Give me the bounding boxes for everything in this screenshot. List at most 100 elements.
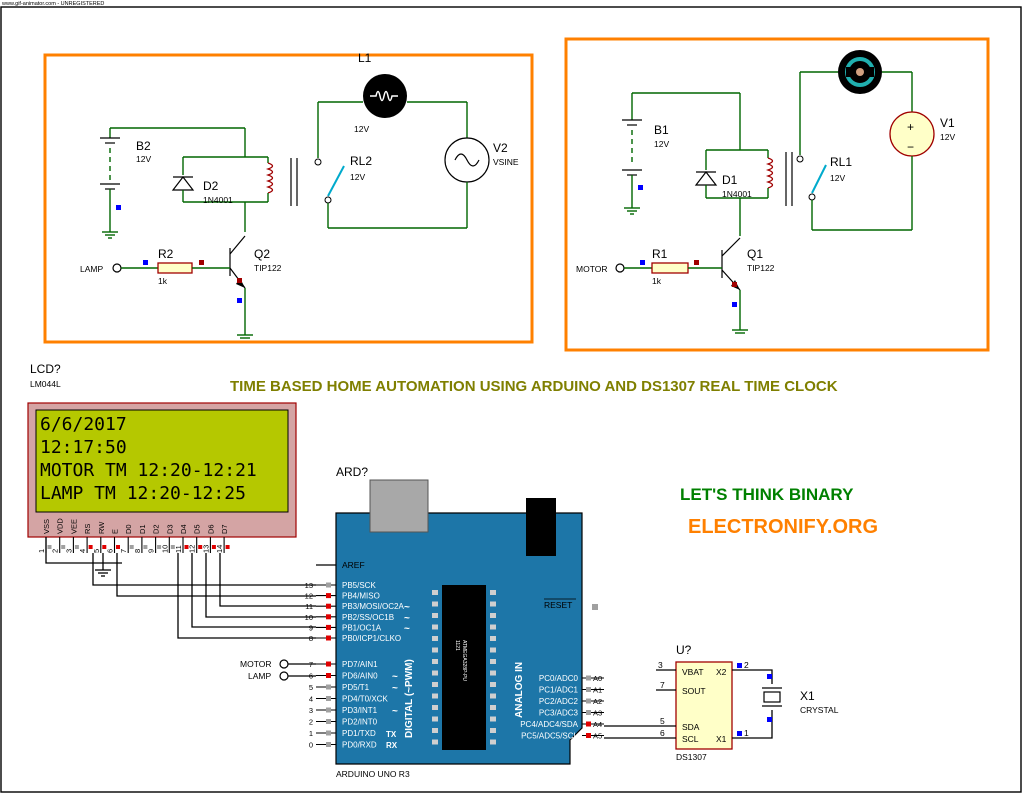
analog-label: ANALOG IN [514,662,525,718]
chip-text-1: 1121 [454,640,460,651]
lamp-l1-ref: L1 [358,51,372,65]
digital-pin-name: PD7/AIN1 [342,660,378,669]
chip-pin [432,693,438,699]
lcd-pin-name: D4 [179,524,188,534]
chip-pin [490,624,496,630]
analog-pin-marker [586,687,591,692]
lcd-line-2: 12:17:50 [40,437,127,458]
diode-d2: D2 1N4001 [171,128,268,205]
digital-pin-name: PB2/SS/OC1B [342,613,394,622]
source-v1-ref: V1 [940,116,955,130]
lcd-pin-number: 11 [174,545,183,553]
motor-circuit-frame [564,37,990,352]
chip-pin [432,590,438,595]
resistor-r1: MOTOR R1 1k [576,247,722,286]
analog-pin-name: PC3/ADC3 [539,709,579,718]
rtc-pin-scl: SCL [682,734,699,744]
source-v2: V2 VSINE [328,102,519,229]
lcd-pin-name: D2 [152,524,161,534]
chip-pin [432,613,438,618]
chip-text-2: ATMEGA328P-PU [461,640,467,681]
rtc-num-vbat: 3 [658,660,663,670]
rtc-ds1307: U? VBAT X2 SOUT SDA SCL X1 3 7 5 6 2 1 D… [604,643,752,762]
pwm-mark: ~ [392,672,398,683]
usb-connector [369,479,429,533]
digital-pin-marker [326,582,331,588]
analog-pin-number: A4 [593,720,602,729]
rtc-pin-sda: SDA [682,722,700,732]
pwm-mark: ~ [404,613,410,624]
digital-pin-marker [326,593,331,599]
lcd-pin-marker [74,545,79,549]
analog-pin-number: A0 [593,674,602,683]
digital-pin-name: PD4/T0/XCK [342,695,388,704]
diode-d1: D1 1N4001 [694,93,768,199]
digital-pin-name: PB1/OC1A [342,623,382,632]
chip-pin [490,659,496,664]
rtc-num-x2: 2 [744,660,749,670]
source-v2-ref: V2 [493,141,508,155]
crystal-x1: X1 CRYSTAL [752,669,839,739]
source-v1-plus: + [907,120,914,134]
resistor-r2: LAMP R2 1k [80,247,230,286]
digital-pin-marker [326,742,331,747]
lcd-wiring [92,553,316,639]
lcd-pin-marker [102,545,107,549]
analog-pin-name: PC1/ADC1 [539,686,579,695]
chip-pin [432,647,438,653]
lamp-input-label: LAMP [80,264,103,274]
rtc-num-sda: 5 [660,716,665,726]
brand-line-1: LET'S THINK BINARY [680,485,854,504]
page-title: TIME BASED HOME AUTOMATION USING ARDUINO… [230,378,838,395]
digital-pin-number: 4 [309,695,313,704]
lcd-pin-marker [47,545,52,549]
lcd-model: LM044L [30,379,61,389]
source-v2-value: VSINE [493,157,519,167]
lcd-pin-number: 8 [133,549,142,553]
transistor-q2-ref: Q2 [254,247,270,261]
lamp-circuit-frame [43,53,534,344]
lcd-screen [35,409,289,513]
rx-label: RX [386,741,398,750]
arduino-ref: ARD? [336,465,368,479]
analog-pin-name: PC5/ADC5/SCL [521,732,578,741]
lcd-pin-marker [211,545,216,549]
lcd-line-1: 6/6/2017 [40,414,127,435]
analog-pin-number: A2 [593,697,602,706]
digital-pin-name: PB5/SCK [342,581,376,590]
digital-pin-name: PD3/INT1 [342,706,378,715]
watermark: www.gif-animator.com - UNREGISTERED [1,1,104,7]
analog-pin-name: PC4/ADC4/SDA [520,720,578,729]
rtc-pin-sout: SOUT [682,686,706,696]
atmega-chip [442,585,486,750]
battery-b1-value: 12V [654,139,669,149]
lcd-pin-name: E [111,529,120,534]
lamp-l1: L1 12V [318,51,467,134]
aref-label: AREF [342,560,365,570]
digital-pin-number: 9 [309,623,313,632]
arduino-board: ARD? AREF RESET 1121 ATMEGA328P-PU DIGIT… [240,465,604,779]
lcd-pin-number: 9 [147,549,156,553]
arduino-name: ARDUINO UNO R3 [336,769,410,779]
chip-pin [432,670,438,676]
lcd-pin-name: VDD [56,518,65,534]
lamp-circuit: B2 12V D2 1N4001 RL2 12V [43,51,534,344]
chip-pin [490,716,496,722]
source-v1-minus: − [907,140,914,154]
digital-pin-number: 1 [309,729,313,738]
lcd-pin-marker [170,545,175,549]
relay-rl1-ref: RL1 [830,155,852,169]
resistor-r1-ref: R1 [652,247,668,261]
lcd-pin-marker [88,545,93,549]
analog-pin-marker [586,733,591,738]
transistor-q1-ref: Q1 [747,247,763,261]
lcd-line-4: LAMP TM 12:20-12:25 [40,483,246,504]
lcd-pin-row: VSS1VDD2VEE3RS4RW5E6D07D18D29D310D411D51… [37,518,230,553]
battery-b2-ref: B2 [136,139,151,153]
lcd-pin-marker [157,545,162,549]
lcd-pin-number: 7 [119,549,128,553]
digital-pin-marker [326,661,331,667]
lcd-pin-name: RW [97,521,106,534]
